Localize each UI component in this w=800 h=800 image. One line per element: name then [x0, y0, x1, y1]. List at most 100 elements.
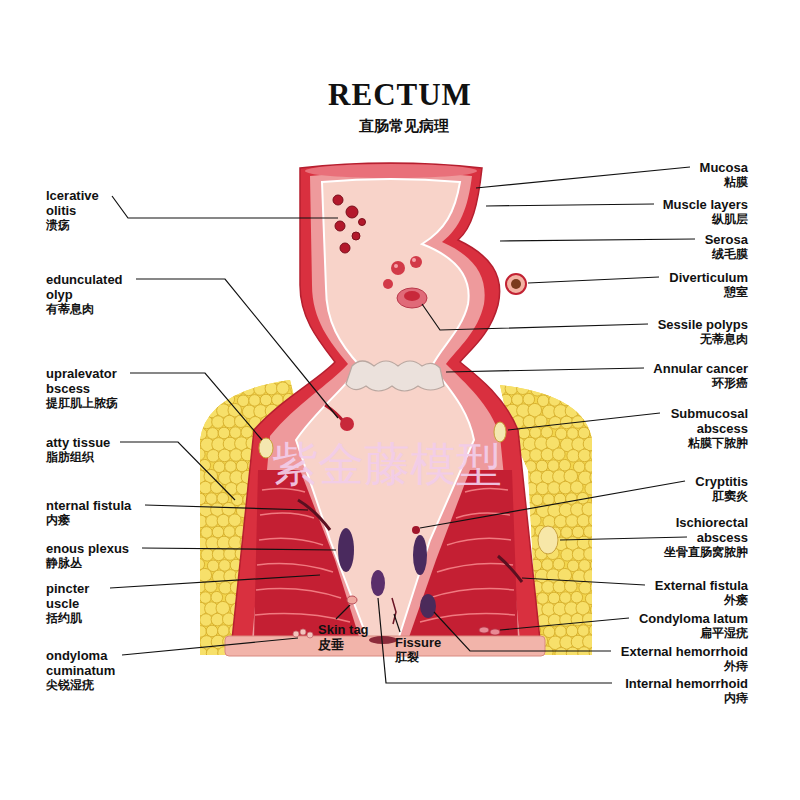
fat-globule	[548, 482, 561, 495]
fat-globule	[211, 591, 223, 603]
fat-globule	[523, 415, 536, 428]
ulcer	[333, 195, 343, 205]
fat-globule	[572, 548, 585, 561]
label-group: Muscle layers纵肌层	[663, 197, 748, 226]
fat-globule	[199, 503, 213, 517]
callout-label: 外瘘	[655, 593, 748, 607]
fat-globule	[554, 383, 567, 396]
fat-globule	[219, 582, 232, 595]
fat-globule	[195, 648, 208, 661]
sphincter-muscle	[408, 470, 518, 640]
fat-globule	[284, 372, 298, 386]
callout-label: 有蒂息肉	[46, 302, 136, 316]
fat-globule	[584, 526, 596, 538]
sessile-polyp	[404, 291, 420, 301]
fat-globule	[549, 417, 562, 430]
fat-globule	[194, 383, 207, 396]
callout-label: 内痔	[625, 691, 748, 705]
fat-globule	[201, 549, 214, 562]
fat-globule	[224, 372, 238, 386]
fat-globule	[230, 427, 242, 439]
fat-globule	[236, 372, 250, 386]
fat-globule	[198, 568, 212, 582]
fat-globule	[585, 461, 597, 473]
fat-globule	[590, 427, 602, 439]
callout-label: 扁平湿疣	[639, 626, 748, 640]
fat-globule	[195, 648, 208, 661]
fat-globule	[188, 592, 200, 604]
callout-label: lcerative olitis	[46, 188, 121, 218]
fat-globule	[510, 370, 524, 384]
fat-globule	[570, 370, 584, 384]
fat-globule	[224, 372, 238, 386]
fat-globule	[206, 515, 219, 528]
leader-lines	[434, 612, 611, 651]
fat-globule	[499, 371, 513, 385]
fat-globule	[212, 416, 225, 429]
ulcer	[346, 206, 358, 218]
fat-globule	[525, 483, 538, 496]
ulcer	[352, 232, 360, 240]
callout-label: Submucosal abscess	[638, 406, 748, 436]
polyp	[391, 261, 405, 275]
fat-globule	[559, 481, 572, 494]
leader-lines	[378, 598, 612, 683]
fat-globule	[583, 393, 595, 405]
fat-globule	[200, 438, 214, 452]
fat-globule	[277, 382, 290, 395]
fat-globule	[224, 548, 237, 561]
fat-globule	[505, 382, 518, 395]
ulcer	[333, 195, 366, 253]
fat-globule	[194, 493, 206, 505]
callout-label: nternal fistula	[46, 498, 131, 513]
fat-globule	[579, 582, 592, 595]
diverticulum	[506, 274, 526, 294]
fat-globule	[590, 603, 604, 617]
ulcer	[359, 219, 366, 226]
callout-label: 内瘘	[46, 513, 131, 527]
fat-globule	[572, 548, 585, 561]
fat-globule	[212, 394, 224, 406]
fat-globule	[230, 471, 244, 485]
fat-globule	[187, 569, 201, 583]
callout-label: 外痔	[621, 659, 748, 673]
label-group: Serosa绒毛膜	[705, 232, 748, 261]
fat-globule	[591, 384, 604, 397]
diagram-subtitle: 直肠常见病理	[4, 116, 800, 136]
polyp	[383, 256, 422, 289]
fat-globule	[530, 449, 543, 462]
fat-globule	[588, 403, 602, 417]
fat-globule	[189, 527, 201, 539]
callout-label: 肛裂	[395, 650, 441, 664]
callout-label: 粘膜下脓肿	[638, 436, 748, 450]
fat-globule	[193, 558, 205, 570]
fat-globule	[589, 646, 602, 659]
fat-globule	[565, 580, 578, 593]
fat-globule	[206, 625, 218, 637]
fat-globule	[207, 450, 220, 463]
fat-globule	[211, 503, 225, 517]
fat-globule	[194, 515, 207, 528]
callout-label: pincter uscle	[46, 581, 106, 611]
leader-lines	[508, 413, 660, 430]
polyp	[412, 258, 416, 262]
fat-globule	[560, 394, 572, 406]
condyloma-acuminatum	[293, 631, 299, 637]
sphincter-muscle	[447, 538, 511, 545]
fat-globule	[188, 614, 201, 627]
fat-globule	[536, 482, 549, 495]
fat-globule	[578, 449, 591, 462]
fat-globule	[247, 371, 261, 385]
anal-opening	[369, 636, 397, 644]
fat-globule	[189, 417, 202, 430]
fat-globule	[249, 395, 261, 407]
condyloma-acuminatum	[293, 629, 313, 638]
fat-globule	[211, 481, 224, 494]
fat-globule	[590, 559, 602, 571]
callout-label: 绒毛膜	[705, 247, 748, 261]
label-group: Fissure肛裂	[395, 635, 441, 664]
fat-globule	[549, 417, 562, 430]
sphincter-muscle	[262, 488, 305, 492]
fat-globule	[487, 371, 501, 385]
